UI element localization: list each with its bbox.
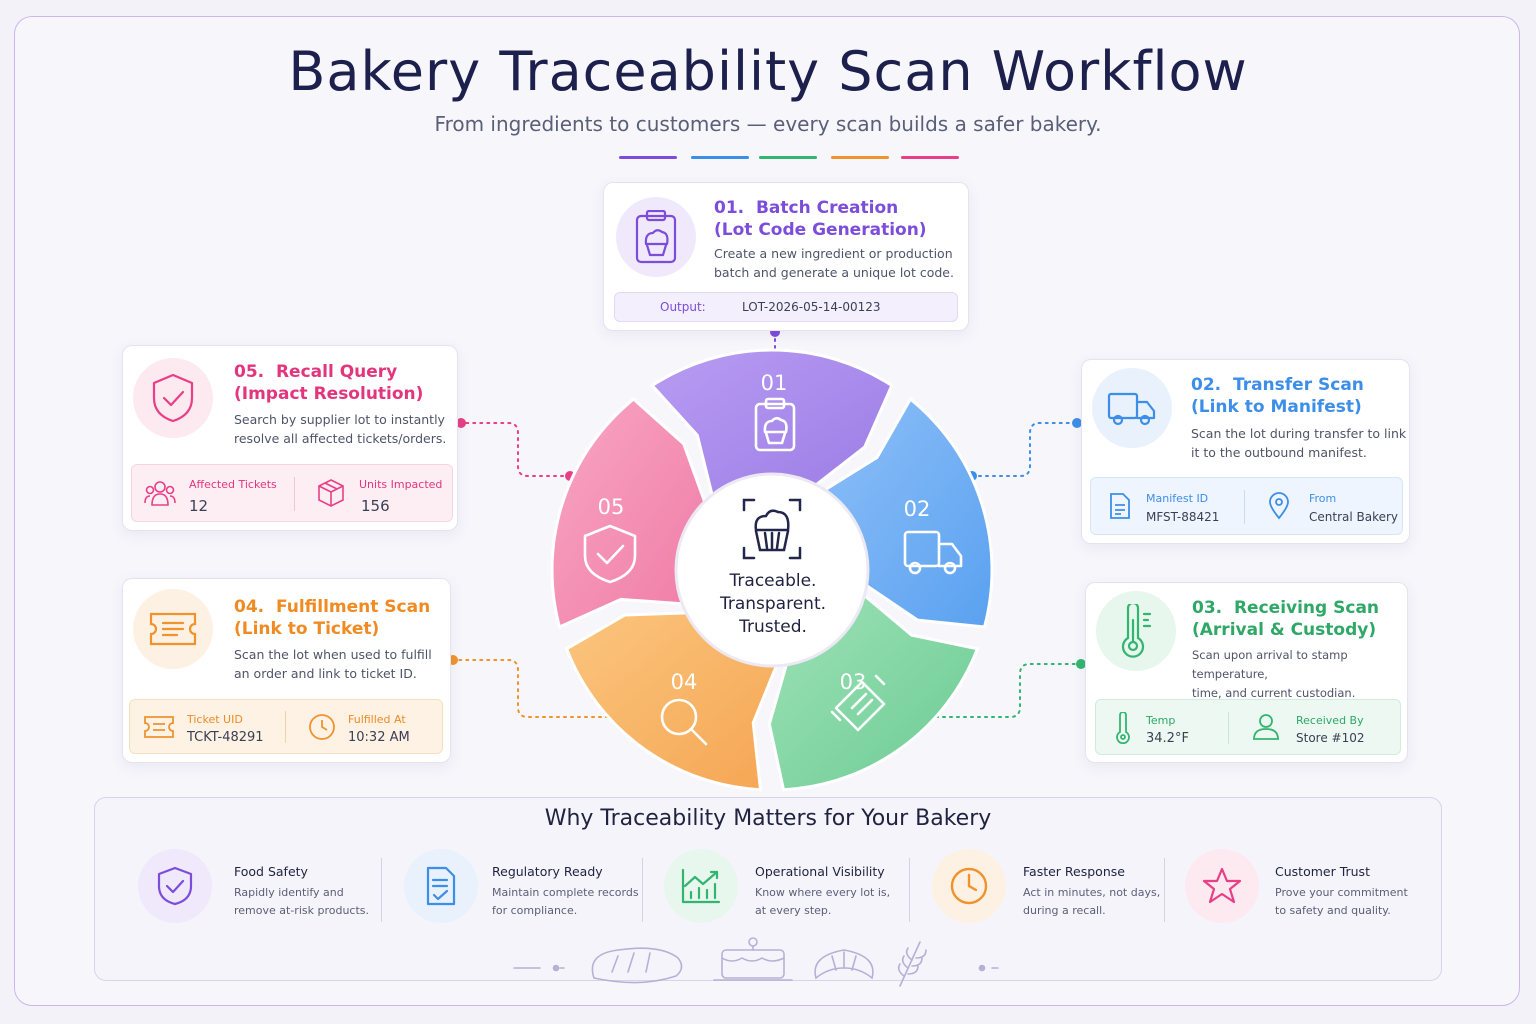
step-03-title: 03. Receiving Scan(Arrival & Custody) (1192, 598, 1380, 640)
why-item-title: Operational Visibility (755, 864, 885, 879)
why-divider (1164, 858, 1165, 922)
step-01-card: 01. Batch Creation(Lot Code Generation) … (603, 182, 969, 331)
center-slogan: Traceable. Transparent. Trusted. (690, 570, 856, 639)
box-icon (318, 479, 344, 507)
ticket-uid-label: Ticket UID (187, 713, 243, 726)
why-divider (909, 858, 910, 922)
why-item-title: Faster Response (1023, 864, 1125, 879)
segment-number-04: 04 (670, 670, 698, 694)
user-icon (1253, 714, 1279, 740)
croissant-icon (814, 949, 874, 980)
step-03-card: 03. Receiving Scan(Arrival & Custody) Sc… (1085, 582, 1408, 763)
bread-loaf-icon (591, 947, 683, 984)
ticket-uid-value: TCKT-48291 (187, 730, 264, 745)
chart-trend-icon (664, 849, 738, 923)
ticket-icon (830, 674, 886, 732)
why-item-title: Regulatory Ready (492, 864, 603, 879)
step-02-fields: Manifest ID MFST-88421 From Central Bake… (1090, 477, 1403, 535)
why-title: Why Traceability Matters for Your Bakery (544, 806, 992, 831)
step-03-description: Scan upon arrival to stamp temperature,t… (1192, 648, 1356, 700)
step-02-title: 02. Transfer Scan(Link to Manifest) (1191, 375, 1364, 417)
output-label: Output: (660, 300, 706, 314)
why-item-title: Food Safety (234, 864, 308, 879)
output-value: LOT-2026-05-14-00123 (742, 300, 881, 314)
temp-label: Temp (1146, 714, 1176, 727)
page-title: Bakery Traceability Scan Workflow (288, 40, 1248, 103)
thermometer-small-icon (1116, 712, 1130, 744)
step-05-title: 05. Recall Query(Impact Resolution) (234, 362, 424, 404)
manifest-id-value: MFST-88421 (1146, 510, 1220, 524)
step-04-title: 04. Fulfillment Scan(Link to Ticket) (234, 597, 431, 639)
step-05-card: 05. Recall Query(Impact Resolution) Sear… (122, 345, 458, 531)
from-label: From (1309, 492, 1337, 505)
step-01-output-box: Output: LOT-2026-05-14-00123 (614, 292, 958, 322)
clock-icon (932, 849, 1006, 923)
cake-icon (713, 937, 793, 981)
slogan-line-3: Trusted. (739, 617, 807, 637)
location-pin-icon (1269, 492, 1289, 520)
manifest-id-label: Manifest ID (1146, 492, 1209, 505)
step-05-fields: Affected Tickets 12 Units Impacted 156 (131, 464, 453, 522)
thermometer-icon (1096, 591, 1176, 671)
bakery-decoration (513, 937, 999, 987)
units-impacted-value: 156 (361, 497, 390, 515)
color-bars (619, 156, 959, 160)
why-item-title: Customer Trust (1275, 864, 1370, 879)
truck-icon (1092, 368, 1172, 448)
shield-check-icon (133, 358, 213, 438)
wheel-center (674, 472, 870, 668)
page-subtitle: From ingredients to customers — every sc… (434, 112, 1102, 136)
wheat-icon (897, 941, 927, 987)
fulfilled-at-value: 10:32 AM (348, 730, 410, 745)
affected-tickets-value: 12 (189, 497, 209, 515)
ticket-small-icon (144, 716, 174, 738)
fulfilled-at-label: Fulfilled At (348, 713, 406, 726)
star-icon (1185, 849, 1259, 923)
segment-number-03: 03 (839, 670, 867, 694)
step-03-fields: Temp 34.2°F Received By Store #102 (1095, 699, 1401, 755)
slogan-line-2: Transparent. (719, 594, 827, 614)
why-divider (381, 858, 382, 922)
slogan-line-1: Traceable. (729, 571, 817, 591)
why-item-description: Act in minutes, not days,during a recall… (1023, 886, 1161, 917)
document-icon (1110, 493, 1130, 519)
units-impacted-label: Units Impacted (359, 478, 443, 491)
clipboard-cupcake-icon (616, 197, 696, 277)
people-icon (144, 481, 176, 506)
step-04-card: 04. Fulfillment Scan(Link to Ticket) Sca… (122, 578, 451, 763)
segment-number-01: 01 (760, 371, 788, 395)
received-by-value: Store #102 (1296, 731, 1365, 745)
from-value: Central Bakery (1309, 510, 1399, 524)
step-01-title: 01. Batch Creation(Lot Code Generation) (714, 198, 927, 240)
step-02-card: 02. Transfer Scan(Link to Manifest) Scan… (1081, 359, 1410, 544)
segment-number-05: 05 (597, 495, 625, 519)
shield-check-icon (138, 849, 212, 923)
shield-check-icon (583, 524, 637, 584)
temp-value: 34.2°F (1146, 731, 1189, 746)
why-divider (642, 858, 643, 922)
segment-number-02: 02 (903, 497, 931, 521)
document-check-icon (404, 849, 478, 923)
clipboard-cupcake-icon (754, 397, 796, 452)
truck-icon (903, 530, 963, 575)
step-04-fields: Ticket UID TCKT-48291 Fulfilled At 10:32… (129, 699, 443, 754)
magnifier-icon (660, 698, 708, 746)
cupcake-scan-icon (742, 498, 802, 560)
clock-icon (309, 714, 335, 740)
affected-tickets-label: Affected Tickets (189, 478, 277, 491)
ticket-icon (133, 589, 213, 669)
why-item-description: Know where every lot is,at every step. (755, 886, 891, 917)
received-by-label: Received By (1296, 714, 1364, 727)
